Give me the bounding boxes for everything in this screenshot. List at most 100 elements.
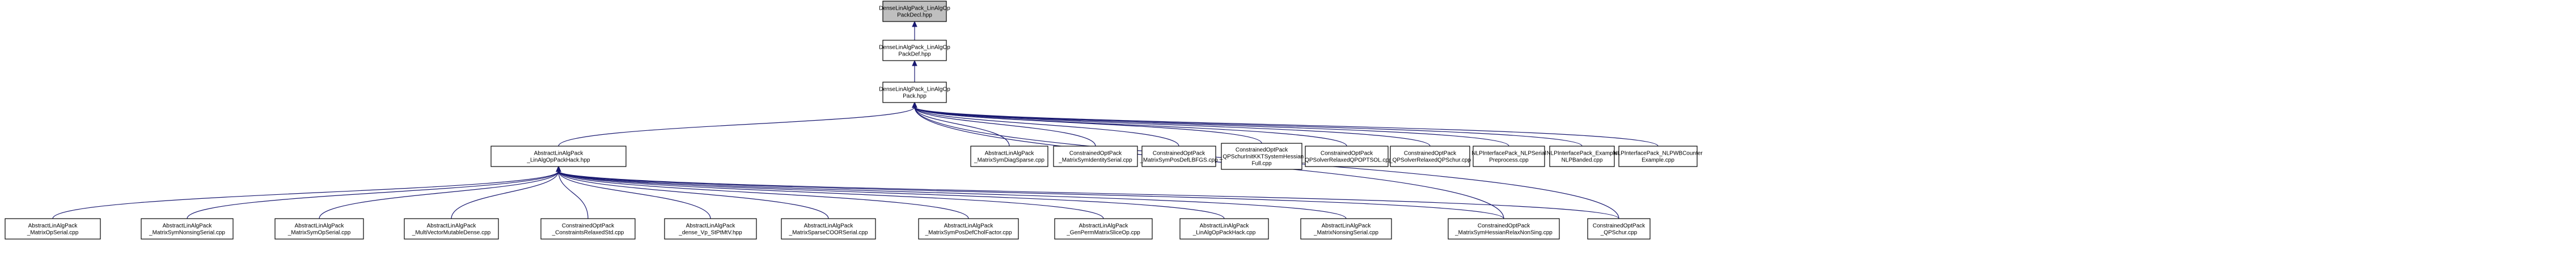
node-dense_vp[interactable]: AbstractLinAlgPack_dense_Vp_StPtMtV.hpp bbox=[664, 218, 757, 240]
node-label-qpschur_kkt-line-0: ConstrainedOptPack bbox=[1236, 147, 1288, 154]
edge-symop-to-hack bbox=[319, 171, 559, 219]
node-box-dense_vp[interactable] bbox=[664, 218, 757, 240]
node-label-genperm-line-0: AbstractLinAlgPack bbox=[1079, 223, 1129, 229]
node-box-genperm[interactable] bbox=[1054, 218, 1153, 240]
node-label-relax_nonsing-line-1: _MatrixSymHessianRelaxNonSing.cpp bbox=[1454, 230, 1553, 236]
node-pack[interactable]: DenseLinAlgPack_LinAlgOpPack.hpp bbox=[879, 82, 950, 103]
node-hack[interactable]: AbstractLinAlgPack_LinAlgOpPackHack.hpp bbox=[490, 146, 627, 167]
node-label-pack-line-1: Pack.hpp bbox=[903, 93, 927, 100]
edge-relaxed-to-hack bbox=[558, 171, 589, 219]
edge-hack-to-pack bbox=[558, 106, 915, 147]
node-hack_cpp[interactable]: AbstractLinAlgPack_LinAlgOpPackHack.cpp bbox=[1179, 218, 1269, 240]
node-label-coo-line-0: AbstractLinAlgPack bbox=[804, 223, 854, 229]
node-box-hack[interactable] bbox=[490, 146, 627, 167]
edge-nlp_serial-to-pack bbox=[914, 106, 1509, 147]
node-symident[interactable]: ConstrainedOptPack_MatrixSymIdentitySeri… bbox=[1053, 146, 1138, 167]
node-box-chol[interactable] bbox=[918, 218, 1019, 240]
edge-nonsing-to-hack bbox=[558, 171, 1347, 219]
node-label-nlp_counter-line-0: NLPInterfacePack_NLPWBCounter bbox=[1613, 151, 1703, 157]
node-label-symident-line-1: _MatrixSymIdentitySerial.cpp bbox=[1058, 157, 1132, 164]
node-label-def-line-0: DenseLinAlgPack_LinAlgOp bbox=[879, 45, 950, 51]
node-label-dense_vp-line-1: _dense_Vp_StPtMtV.hpp bbox=[678, 230, 742, 236]
node-label-relax_nonsing-line-0: ConstrainedOptPack bbox=[1478, 223, 1530, 229]
node-label-def-line-1: PackDef.hpp bbox=[898, 52, 931, 58]
node-box-relax_nonsing[interactable] bbox=[1448, 218, 1560, 240]
node-box-nonsing[interactable] bbox=[1300, 218, 1392, 240]
node-label-matop-line-1: _MatrixOpSerial.cpp bbox=[27, 230, 79, 236]
node-box-relaxed[interactable] bbox=[540, 218, 636, 240]
node-qpsolver_schur[interactable]: ConstrainedOptPack_QPSolverRelaxedQPSchu… bbox=[1389, 146, 1471, 167]
node-label-nlp_counter-line-1: Example.cpp bbox=[1642, 157, 1674, 164]
node-relax_nonsing[interactable]: ConstrainedOptPack_MatrixSymHessianRelax… bbox=[1448, 218, 1560, 240]
node-box-hack_cpp[interactable] bbox=[1179, 218, 1269, 240]
node-nonsing_sym[interactable]: AbstractLinAlgPack_MatrixSymNonsingSeria… bbox=[141, 218, 234, 240]
arrowhead-qpschur-to-hack bbox=[556, 165, 561, 172]
node-qpschur_kkt[interactable]: ConstrainedOptPack_QPSchurInitKKTSystemH… bbox=[1219, 143, 1304, 170]
node-symop[interactable]: AbstractLinAlgPack_MatrixSymOpSerial.cpp bbox=[274, 218, 364, 240]
node-bfgs[interactable]: ConstrainedOptPack_MatrixSymPosDefLBFGS.… bbox=[1139, 146, 1218, 167]
node-label-pack-line-0: DenseLinAlgPack_LinAlgOp bbox=[879, 87, 950, 93]
node-box-multivec[interactable] bbox=[404, 218, 499, 240]
edge-qpschur_kkt-to-pack bbox=[914, 106, 1262, 144]
node-box-nlp_serial[interactable] bbox=[1473, 146, 1545, 167]
edge-nlp_counter-to-pack bbox=[914, 106, 1659, 147]
node-nonsing[interactable]: AbstractLinAlgPack_MatrixNonsingSerial.c… bbox=[1300, 218, 1392, 240]
node-coo[interactable]: AbstractLinAlgPack_MatrixSparseCOORSeria… bbox=[781, 218, 876, 240]
node-box-symop[interactable] bbox=[274, 218, 364, 240]
node-genperm[interactable]: AbstractLinAlgPack_GenPermMatrixSliceOp.… bbox=[1054, 218, 1153, 240]
node-label-symop-line-0: AbstractLinAlgPack bbox=[295, 223, 345, 229]
node-box-def[interactable] bbox=[882, 40, 947, 61]
node-label-qpschur-line-0: ConstrainedOptPack bbox=[1593, 223, 1646, 229]
arrowhead-pack-to-def bbox=[912, 59, 917, 66]
node-box-qpschur[interactable] bbox=[1587, 218, 1651, 240]
node-label-nonsing-line-0: AbstractLinAlgPack bbox=[1322, 223, 1372, 229]
node-chol[interactable]: AbstractLinAlgPack_MatrixSymPosDefCholFa… bbox=[918, 218, 1019, 240]
node-label-genperm-line-1: _GenPermMatrixSliceOp.cpp bbox=[1066, 230, 1140, 236]
node-qpschur[interactable]: ConstrainedOptPack_QPSchur.cpp bbox=[1587, 218, 1651, 240]
node-label-matop-line-0: AbstractLinAlgPack bbox=[28, 223, 78, 229]
node-label-nlp_serial-line-1: Preprocess.cpp bbox=[1489, 157, 1529, 164]
node-box-nonsing_sym[interactable] bbox=[141, 218, 234, 240]
node-diagsparse[interactable]: AbstractLinAlgPack_MatrixSymDiagSparse.c… bbox=[970, 146, 1048, 167]
node-matop[interactable]: AbstractLinAlgPack_MatrixOpSerial.cpp bbox=[5, 218, 101, 240]
arrowhead-def-to-root bbox=[912, 20, 917, 27]
node-label-hack-line-1: _LinAlgOpPackHack.hpp bbox=[526, 157, 590, 164]
node-label-nlp_serial-line-0: NLPInterfacePack_NLPSerial bbox=[1471, 151, 1546, 157]
node-label-bfgs-line-1: _MatrixSymPosDefLBFGS.cpp bbox=[1139, 157, 1218, 164]
node-box-qpschur_kkt[interactable] bbox=[1221, 143, 1302, 170]
node-label-diagsparse-line-1: _MatrixSymDiagSparse.cpp bbox=[974, 157, 1044, 164]
node-label-qpopt-line-1: _QPSolverRelaxedQPOPTSOL.cpp bbox=[1301, 157, 1392, 164]
node-box-nlp_counter[interactable] bbox=[1618, 146, 1698, 167]
node-box-qpsolver_schur[interactable] bbox=[1390, 146, 1470, 167]
edge-nlp_banded-to-pack bbox=[914, 106, 1583, 147]
node-box-qpopt[interactable] bbox=[1305, 146, 1389, 167]
node-box-pack[interactable] bbox=[882, 82, 947, 103]
node-label-nlp_banded-line-0: NLPInterfacePack_Example bbox=[1546, 151, 1618, 157]
node-box-matop[interactable] bbox=[5, 218, 101, 240]
node-label-diagsparse-line-0: AbstractLinAlgPack bbox=[985, 151, 1035, 157]
node-box-symident[interactable] bbox=[1053, 146, 1138, 167]
node-label-multivec-line-0: AbstractLinAlgPack bbox=[427, 223, 477, 229]
node-qpopt[interactable]: ConstrainedOptPack_QPSolverRelaxedQPOPTS… bbox=[1301, 146, 1392, 167]
node-multivec[interactable]: AbstractLinAlgPack_MultiVectorMutableDen… bbox=[404, 218, 499, 240]
node-box-root[interactable] bbox=[882, 1, 947, 22]
node-box-bfgs[interactable] bbox=[1141, 146, 1216, 167]
node-box-diagsparse[interactable] bbox=[970, 146, 1048, 167]
node-box-nlp_banded[interactable] bbox=[1549, 146, 1615, 167]
edge-dense_vp-to-hack bbox=[558, 171, 711, 219]
edge-nonsing_sym-to-hack bbox=[187, 171, 559, 219]
node-relaxed[interactable]: ConstrainedOptPack_ConstraintsRelaxedStd… bbox=[540, 218, 636, 240]
arrowhead-qpschur-to-pack bbox=[912, 101, 917, 108]
node-label-hack_cpp-line-0: AbstractLinAlgPack bbox=[1200, 223, 1250, 229]
node-label-multivec-line-1: _MultiVectorMutableDense.cpp bbox=[412, 230, 491, 236]
node-box-coo[interactable] bbox=[781, 218, 876, 240]
node-label-hack_cpp-line-1: _LinAlgOpPackHack.cpp bbox=[1192, 230, 1256, 236]
edge-matop-to-hack bbox=[52, 171, 559, 219]
node-label-chol-line-1: _MatrixSymPosDefCholFactor.cpp bbox=[925, 230, 1012, 236]
